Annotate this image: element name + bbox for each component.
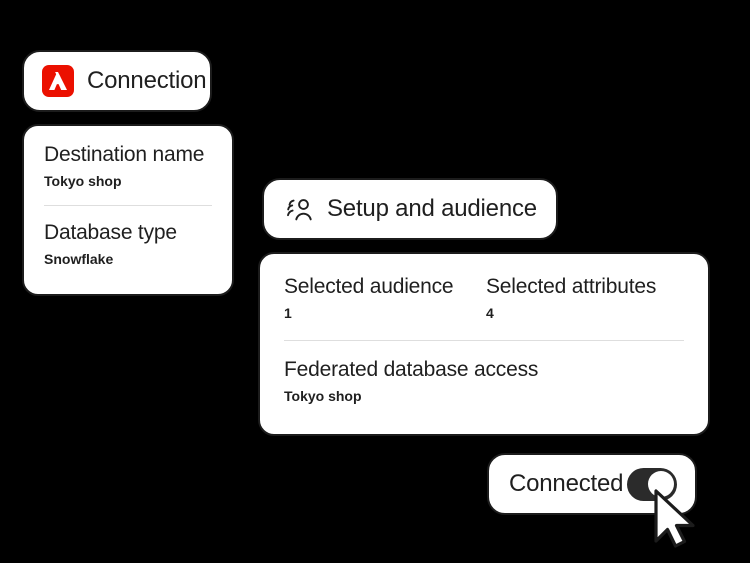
- audience-stats-row: Selected audience 1 Selected attributes …: [284, 274, 684, 322]
- database-type-label: Database type: [44, 221, 177, 245]
- federated-database-access-label: Federated database access: [284, 357, 539, 381]
- connection-card[interactable]: Connection: [22, 50, 212, 112]
- setup-and-audience-label: Setup and audience: [327, 195, 537, 222]
- selected-audience-label: Selected audience: [284, 275, 454, 298]
- connected-label: Connected: [509, 470, 624, 497]
- selected-audience-stat: Selected audience 1: [284, 274, 486, 322]
- destination-name-label: Destination name: [44, 143, 205, 166]
- destination-name-field: Destination name Tokyo shop: [44, 142, 212, 189]
- connection-toggle-switch[interactable]: [627, 467, 677, 501]
- selected-attributes-label: Selected attributes: [486, 275, 657, 298]
- selected-attributes-stat: Selected attributes 4: [486, 274, 656, 322]
- connection-label: Connection: [87, 67, 207, 94]
- selected-attributes-value: 4: [486, 305, 494, 322]
- selected-audience-value: 1: [284, 305, 292, 322]
- toggle-knob: [647, 471, 674, 497]
- destination-divider: [44, 205, 212, 207]
- setup-and-audience-card[interactable]: Setup and audience: [262, 178, 558, 240]
- connected-card[interactable]: Connected: [487, 453, 697, 515]
- database-type-value: Snowflake: [44, 251, 114, 268]
- federated-database-access-field: Federated database access Tokyo shop: [284, 357, 684, 405]
- federated-database-access-value: Tokyo shop: [284, 388, 362, 405]
- destination-name-value: Tokyo shop: [44, 172, 122, 189]
- destination-details-card: Destination name Tokyo shop Database typ…: [22, 124, 234, 296]
- adobe-logo-icon: [42, 65, 74, 97]
- audience-group-icon: [284, 194, 314, 224]
- audience-divider: [284, 339, 684, 341]
- database-type-field: Database type Snowflake: [44, 220, 212, 267]
- audience-details-card: Selected audience 1 Selected attributes …: [258, 252, 710, 436]
